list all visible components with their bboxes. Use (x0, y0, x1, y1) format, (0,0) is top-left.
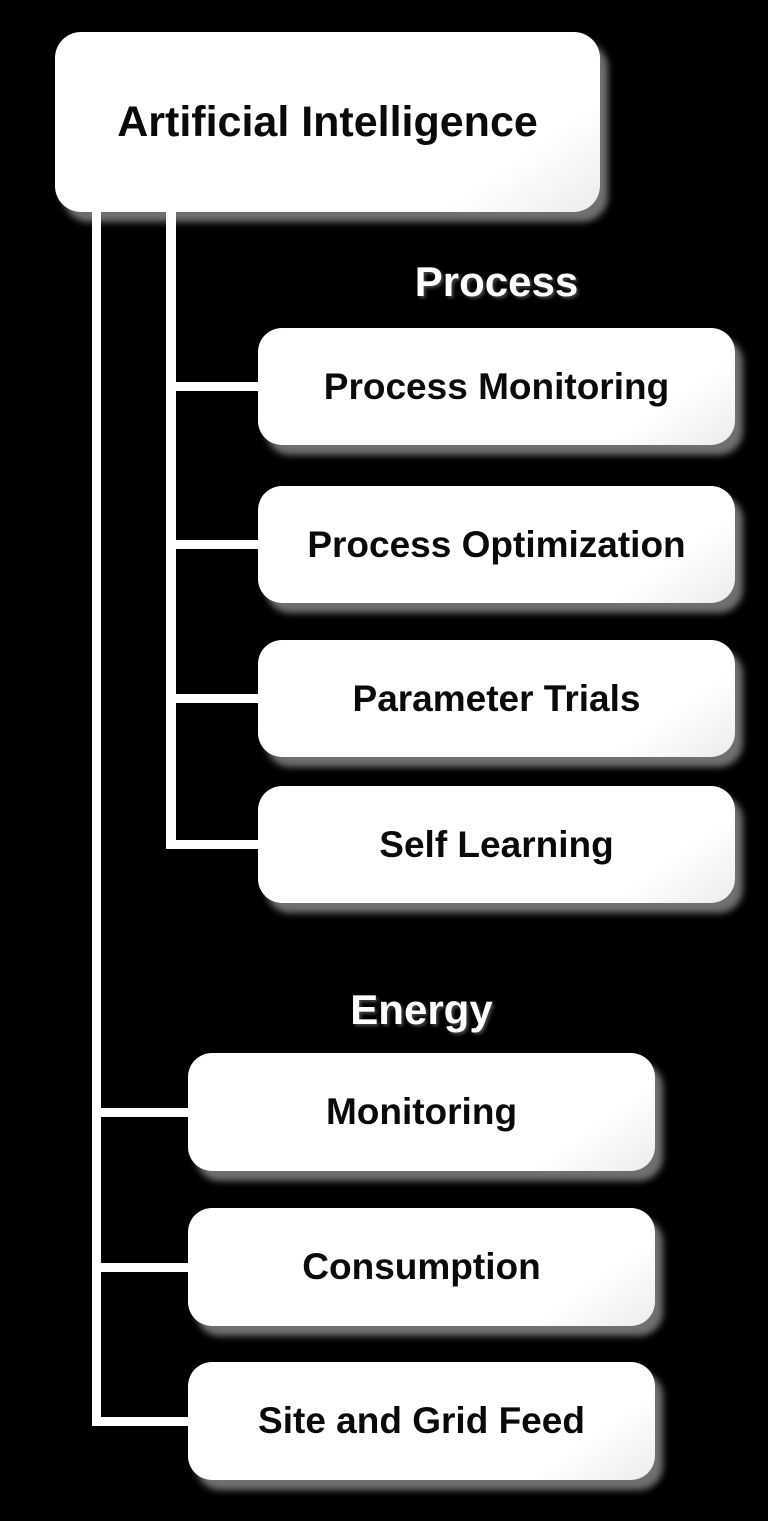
node-label: Site and Grid Feed (258, 1400, 585, 1441)
node-label: Parameter Trials (352, 677, 641, 719)
node-site-and-grid-feed: Site and Grid Feed (188, 1362, 655, 1480)
connector-branch-site-and-grid-feed (96, 1417, 188, 1426)
group-label-energy: Energy (350, 986, 493, 1033)
connector-branch-parameter-trials (172, 694, 258, 703)
connector-branch-consumption (96, 1263, 188, 1272)
connector-branch-process-monitoring (172, 382, 258, 391)
node-artificial-intelligence: Artificial Intelligence (55, 32, 600, 212)
root-node-label: Artificial Intelligence (117, 97, 538, 146)
node-process-monitoring: Process Monitoring (258, 328, 735, 445)
node-label: Monitoring (325, 1091, 518, 1132)
node-label: Consumption (302, 1246, 541, 1287)
connector-trunk-energy (92, 212, 101, 1426)
node-label: Process Monitoring (323, 365, 670, 407)
group-label-process: Process (414, 258, 579, 305)
node-consumption: Consumption (188, 1208, 655, 1326)
connector-branch-monitoring (96, 1108, 188, 1117)
node-label: Self Learning (379, 823, 614, 865)
node-monitoring: Monitoring (188, 1053, 655, 1171)
node-self-learning: Self Learning (258, 786, 735, 903)
node-parameter-trials: Parameter Trials (258, 640, 735, 757)
node-label: Process Optimization (307, 523, 686, 565)
connector-trunk-process (166, 212, 176, 849)
node-process-optimization: Process Optimization (258, 486, 735, 603)
connector-branch-self-learning (172, 840, 258, 849)
connector-branch-process-optimization (172, 540, 258, 549)
